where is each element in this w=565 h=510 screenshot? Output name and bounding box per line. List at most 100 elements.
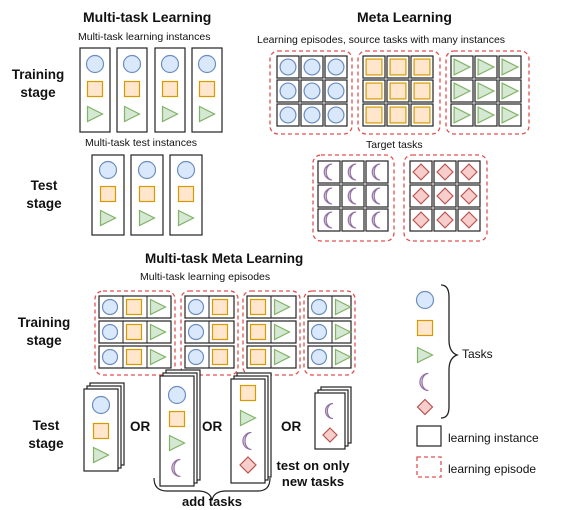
triangle-task-icon <box>477 82 496 100</box>
diamond-task-icon <box>322 427 338 443</box>
stacked-instance <box>159 375 195 487</box>
episode-outline <box>303 290 356 376</box>
diamond-task-icon <box>436 211 454 229</box>
mtml-test-stage-label: Test stage <box>28 418 64 451</box>
square-task-icon <box>389 58 407 76</box>
square-task-icon <box>125 298 143 316</box>
episode-outline <box>403 154 488 242</box>
circle-task-icon <box>197 54 217 74</box>
square-task-icon <box>161 80 179 98</box>
circle-task-icon <box>279 58 297 76</box>
circle-task-icon <box>187 348 205 366</box>
circle-task-icon <box>101 323 119 341</box>
meta-target-label: Target tasks <box>366 139 423 151</box>
instance-cell <box>317 208 341 232</box>
moon-task-icon <box>371 163 381 181</box>
square-task-icon <box>416 319 434 337</box>
triangle-task-icon <box>149 298 167 316</box>
instance-cell <box>365 208 389 232</box>
square-task-icon <box>389 82 407 100</box>
triangle-task-icon <box>501 82 520 100</box>
legend-instance-label: learning instance <box>448 431 539 445</box>
diamond-task-icon <box>416 398 434 416</box>
triangle-task-icon <box>273 298 291 316</box>
diamond-task-icon <box>436 163 454 181</box>
moon-task-icon <box>242 431 252 451</box>
add-tasks-label: add tasks <box>182 494 242 509</box>
square-task-icon <box>86 80 104 98</box>
square-task-icon <box>198 80 216 98</box>
circle-task-icon <box>160 54 180 74</box>
instance-cell <box>317 160 341 184</box>
square-task-icon <box>125 348 143 366</box>
circle-task-icon <box>310 348 328 366</box>
legend-episode-box <box>416 456 442 478</box>
diamond-task-icon <box>239 456 257 474</box>
diamond-task-icon <box>460 211 478 229</box>
or-label-3: OR <box>281 419 302 434</box>
square-task-icon <box>92 422 110 440</box>
circle-task-icon <box>167 385 187 405</box>
square-task-icon <box>249 298 267 316</box>
circle-task-icon <box>303 58 321 76</box>
mtl-training-stage-label: Training stage <box>11 67 65 100</box>
triangle-task-icon <box>149 348 167 366</box>
triangle-task-icon <box>453 82 472 100</box>
instance-cell <box>317 184 341 208</box>
moon-task-icon <box>323 211 333 229</box>
moon-task-icon <box>347 211 357 229</box>
new-tasks-label: test on only new tasks <box>276 458 350 489</box>
square-task-icon <box>249 348 267 366</box>
tasks-brace <box>440 284 459 419</box>
moon-task-icon <box>323 187 333 205</box>
meta-title: Meta Learning <box>357 9 452 25</box>
mtml-title: Multi-task Meta Learning <box>145 251 304 266</box>
moon-task-icon <box>419 372 429 392</box>
circle-task-icon <box>122 54 142 74</box>
circle-task-icon <box>176 160 196 180</box>
circle-task-icon <box>327 82 345 100</box>
legend-episode-label: learning episode <box>448 462 537 476</box>
square-task-icon <box>125 323 143 341</box>
instance-cell <box>365 184 389 208</box>
circle-task-icon <box>310 298 328 316</box>
moon-task-icon <box>347 187 357 205</box>
square-task-icon <box>413 106 431 124</box>
square-task-icon <box>365 58 383 76</box>
triangle-task-icon <box>453 58 472 76</box>
triangle-task-icon <box>168 434 186 452</box>
episode-outline <box>445 50 530 135</box>
legend-instance-box <box>416 425 442 447</box>
mtl-test-instances-label: Multi-task test instances <box>85 137 198 149</box>
moon-task-icon <box>171 458 181 478</box>
triangle-task-icon <box>239 409 257 427</box>
square-task-icon <box>365 106 383 124</box>
circle-task-icon <box>85 54 105 74</box>
square-task-icon <box>168 410 186 428</box>
episode-outline <box>357 50 441 135</box>
episode-outline <box>180 290 239 376</box>
moon-task-icon <box>347 163 357 181</box>
circle-task-icon <box>327 58 345 76</box>
triangle-task-icon <box>501 106 520 124</box>
circle-task-icon <box>91 395 111 415</box>
moon-task-icon <box>323 163 333 181</box>
mtl-test-stage-label: Test stage <box>26 178 62 211</box>
circle-task-icon <box>310 323 328 341</box>
circle-task-icon <box>303 106 321 124</box>
square-task-icon <box>389 106 407 124</box>
triangle-task-icon <box>149 323 167 341</box>
square-task-icon <box>211 323 229 341</box>
legend-tasks-label: Tasks <box>462 347 493 361</box>
triangle-task-icon <box>416 346 434 364</box>
square-task-icon <box>177 185 195 203</box>
episode-outline <box>312 154 395 242</box>
mtl-instances-label: Multi-task learning instances <box>78 31 211 43</box>
triangle-task-icon <box>138 209 156 227</box>
triangle-task-icon <box>92 446 110 464</box>
triangle-task-icon <box>477 58 496 76</box>
square-task-icon <box>99 185 117 203</box>
triangle-task-icon <box>177 209 195 227</box>
diamond-task-icon <box>412 187 430 205</box>
or-label-1: OR <box>130 419 151 434</box>
